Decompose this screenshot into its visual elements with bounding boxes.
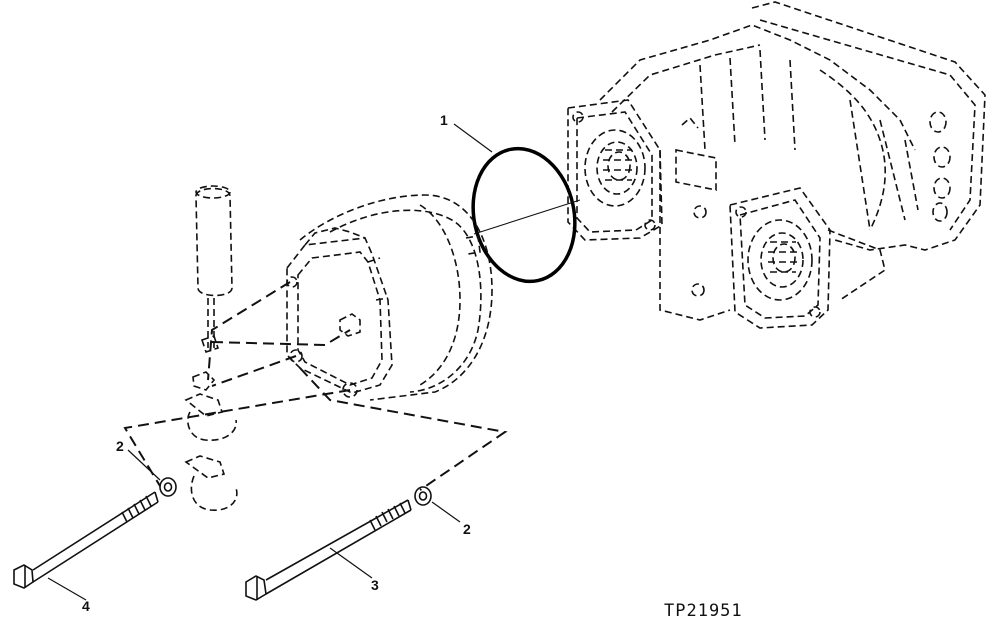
callout-1: 1 [440, 112, 448, 128]
cap-screw-long [13, 491, 159, 589]
washer-left [159, 477, 177, 497]
figure-id: TP21951 [664, 601, 743, 621]
handle-assembly [184, 185, 238, 511]
o-ring [471, 146, 577, 284]
callout-3: 3 [371, 577, 379, 593]
callout-2-right: 2 [463, 521, 471, 537]
washer-right [414, 486, 432, 506]
assembly-guides [123, 281, 508, 491]
cap-screw-short [245, 499, 412, 601]
pump-housing [567, 1, 986, 329]
callout-2-left: 2 [116, 438, 124, 454]
callout-4: 4 [82, 598, 90, 614]
leader-lines [47, 123, 493, 601]
shaft-centerline [473, 199, 581, 235]
motor-body [286, 194, 493, 401]
